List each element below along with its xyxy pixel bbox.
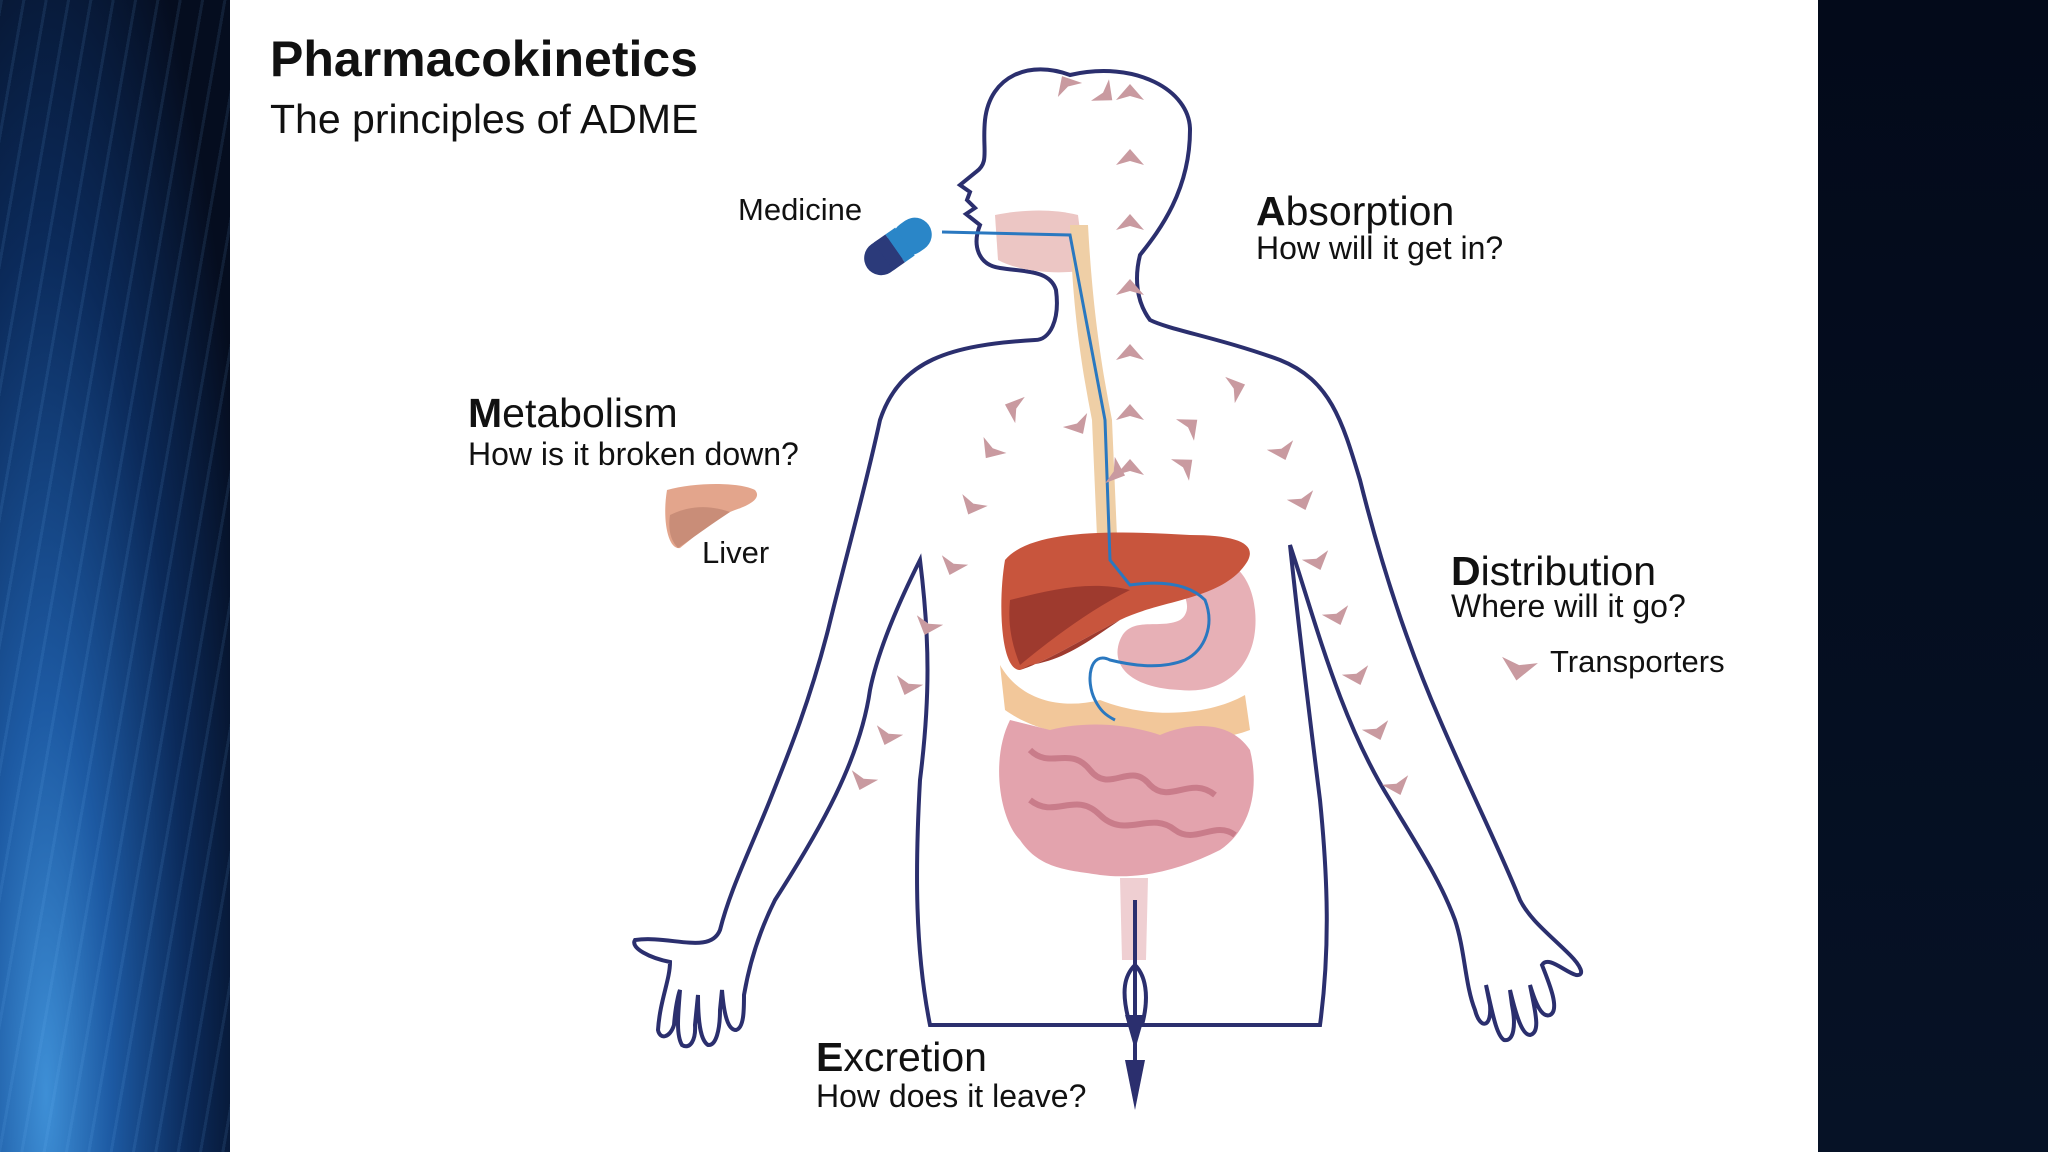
liver-organ bbox=[1001, 532, 1250, 670]
page-subtitle: The principles of ADME bbox=[270, 96, 699, 142]
transporters-label: Transporters bbox=[1550, 644, 1725, 679]
absorption-question: How will it get in? bbox=[1256, 230, 1504, 266]
intestine-folds bbox=[1027, 747, 1237, 838]
left-background bbox=[0, 0, 230, 1152]
transporter-arrow bbox=[846, 770, 879, 795]
stomach bbox=[1117, 555, 1256, 691]
excretion-heading: Excretion bbox=[816, 1034, 987, 1080]
excretion-question: How does it leave? bbox=[816, 1078, 1087, 1114]
mouth-throat bbox=[995, 210, 1085, 273]
metabolism-question: How is it broken down? bbox=[468, 436, 799, 472]
medicine-label: Medicine bbox=[738, 192, 863, 227]
liver-icon bbox=[665, 484, 758, 549]
distribution-question: Where will it go? bbox=[1451, 588, 1686, 624]
distribution-heading: Distribution bbox=[1451, 548, 1657, 594]
page-title: Pharmacokinetics bbox=[270, 31, 698, 87]
transporter-arrow bbox=[891, 675, 924, 700]
transporter-arrow bbox=[871, 725, 904, 750]
right-background bbox=[1818, 0, 2048, 1152]
medicine-capsule-icon bbox=[864, 217, 932, 276]
transporter-arrow-icon bbox=[1498, 656, 1538, 684]
fat-layer bbox=[1000, 665, 1250, 740]
metabolism-heading: Metabolism bbox=[468, 390, 678, 436]
human-body-diagram bbox=[632, 67, 1584, 1110]
liver-shade bbox=[1009, 585, 1130, 670]
absorption-heading: Absorption bbox=[1256, 188, 1455, 234]
liver-label: Liver bbox=[702, 535, 770, 570]
excretion-arrow-1 bbox=[1125, 1015, 1145, 1050]
drug-pathway bbox=[941, 230, 1211, 722]
slide: Pharmacokinetics The principles of ADME … bbox=[230, 0, 1818, 1152]
excretion-arrow-2 bbox=[1125, 1060, 1145, 1110]
